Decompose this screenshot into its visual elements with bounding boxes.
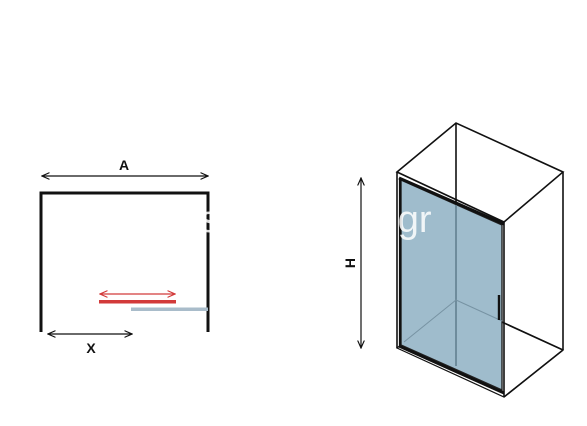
bottom-rail (398, 344, 505, 395)
watermark-right: o.gr (366, 199, 432, 241)
top-rail (398, 176, 505, 226)
opening-label: X (86, 340, 96, 356)
plan-view: A X (39, 157, 210, 356)
fixed-panel (131, 307, 208, 311)
glass-inner-floor-line (403, 299, 457, 343)
watermark-left: s (200, 199, 219, 241)
enclosure-walls (39, 191, 210, 332)
height-label: H (342, 258, 358, 268)
glass-inner-floor-line-right (455, 299, 503, 322)
sliding-panel (99, 300, 176, 304)
width-label: A (119, 157, 129, 173)
elevation-view: H s o.gr (200, 122, 565, 398)
